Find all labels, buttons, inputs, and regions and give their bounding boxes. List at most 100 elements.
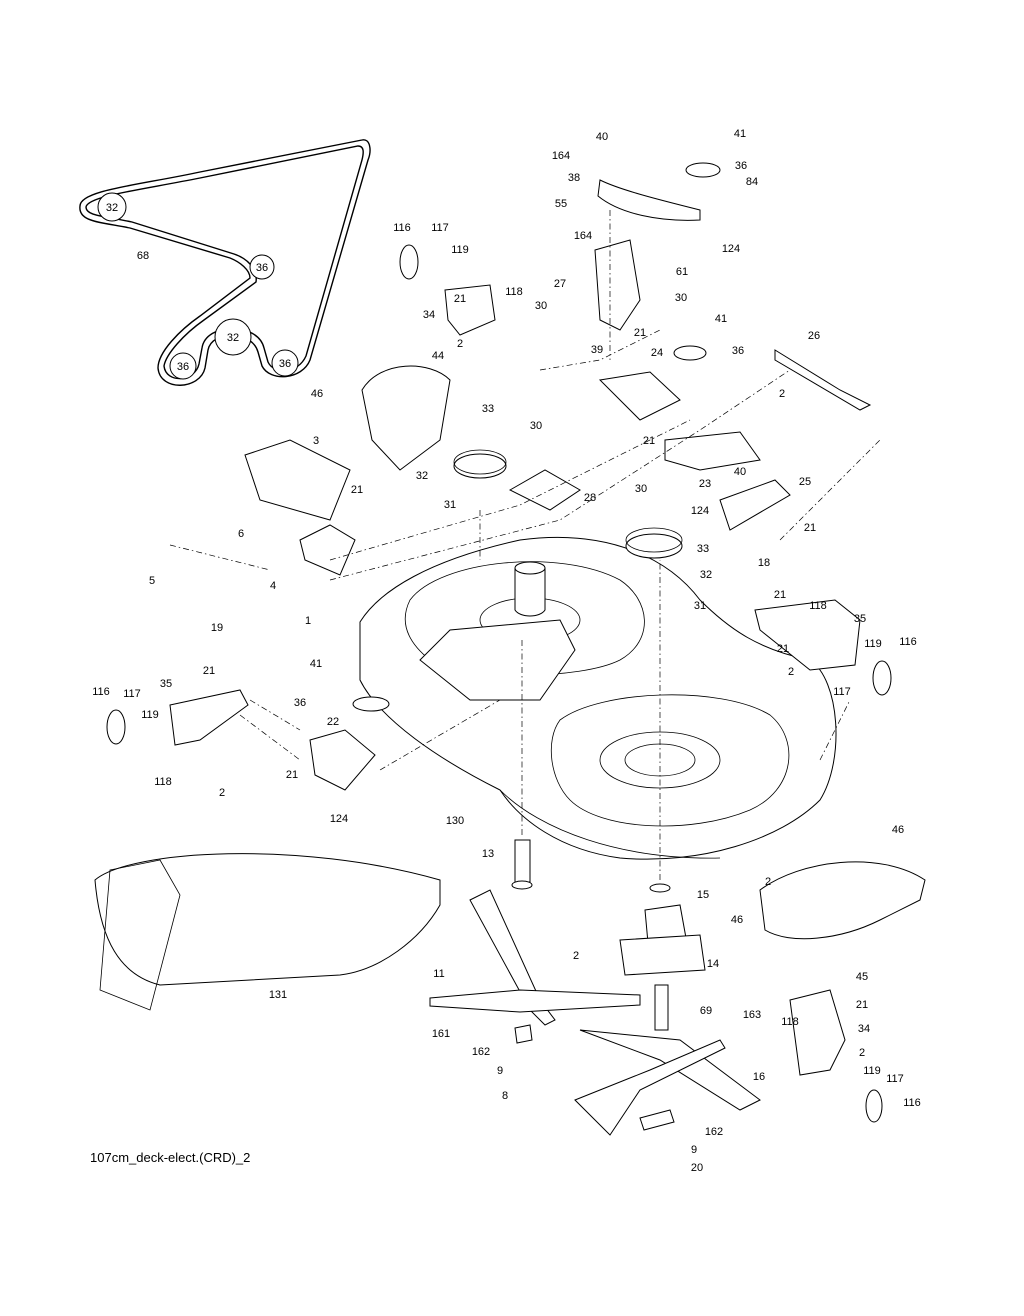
part-callout-72: 124 (330, 813, 348, 825)
part-callout-5: 118 (505, 286, 523, 298)
part-callout-95: 16 (753, 1071, 765, 1083)
part-callout-81: 11 (433, 968, 444, 980)
part-callout-46: 4 (270, 580, 276, 592)
part-callout-16: 36 (735, 160, 747, 172)
part-callout-58: 21 (777, 643, 789, 655)
belt-label-1: 36 (256, 262, 268, 274)
part-callout-54: 19 (211, 622, 223, 634)
part-callout-8: 46 (311, 388, 323, 400)
part-callout-26: 24 (651, 347, 663, 359)
part-callout-73: 130 (446, 815, 464, 827)
part-callout-7: 2 (457, 338, 463, 350)
part-callout-23: 21 (634, 327, 646, 339)
part-callout-53: 35 (854, 613, 866, 625)
part-callout-35: 23 (699, 478, 711, 490)
discharge-chute (94, 853, 441, 1011)
part-callout-83: 131 (269, 989, 287, 1001)
part-callout-11: 164 (552, 150, 570, 162)
drive-belt (79, 139, 371, 386)
mower-deck-housing (359, 536, 837, 860)
part-callout-69: 21 (286, 769, 298, 781)
part-callout-19: 61 (676, 266, 688, 278)
part-callout-38: 32 (416, 470, 428, 482)
part-callout-42: 124 (691, 505, 709, 517)
part-callout-17: 84 (746, 176, 758, 188)
part-callout-100: 20 (691, 1162, 703, 1174)
belt-label-0: 32 (106, 202, 118, 214)
part-callout-77: 15 (697, 889, 709, 901)
part-callout-92: 9 (497, 1065, 503, 1077)
part-callout-80: 14 (707, 958, 719, 970)
part-callout-21: 30 (535, 300, 547, 312)
part-callout-28: 26 (808, 330, 820, 342)
part-callout-41: 30 (635, 483, 647, 495)
part-callout-98: 162 (705, 1126, 723, 1138)
part-callout-40: 28 (584, 492, 596, 504)
part-callout-15: 41 (734, 128, 746, 140)
spindle-and-blade-parts (429, 839, 761, 1136)
part-callout-67: 119 (141, 709, 159, 721)
part-callout-2: 117 (431, 222, 449, 234)
belt-label-4: 36 (279, 358, 291, 370)
part-callout-10: 40 (596, 131, 608, 143)
part-callout-6: 34 (423, 309, 435, 321)
part-callout-62: 35 (160, 678, 172, 690)
part-callout-57: 116 (899, 636, 917, 648)
part-callout-61: 2 (788, 666, 794, 678)
part-callout-0: 68 (137, 250, 149, 262)
part-callout-86: 163 (743, 1009, 761, 1021)
part-callout-36: 25 (799, 476, 811, 488)
part-callout-82: 45 (856, 971, 868, 983)
part-callout-89: 34 (858, 1023, 870, 1035)
diagram-caption: 107cm_deck-elect.(CRD)_2 (90, 1150, 251, 1165)
part-callout-60: 41 (310, 658, 322, 670)
part-callout-88: 118 (781, 1016, 799, 1028)
part-callout-76: 2 (765, 876, 771, 888)
part-callout-79: 2 (573, 950, 579, 962)
part-callout-14: 164 (574, 230, 592, 242)
belt-label-3: 36 (177, 361, 189, 373)
part-callout-63: 116 (92, 686, 110, 698)
part-callout-90: 162 (472, 1046, 490, 1058)
part-callout-24: 41 (715, 313, 727, 325)
bracket-parts (169, 179, 926, 1076)
part-callout-64: 117 (123, 688, 141, 700)
part-callout-93: 119 (863, 1065, 881, 1077)
part-callout-50: 31 (694, 600, 706, 612)
part-callout-4: 21 (454, 293, 466, 305)
part-callout-18: 124 (722, 243, 740, 255)
part-callout-43: 21 (804, 522, 816, 534)
part-callout-87: 161 (432, 1028, 450, 1040)
part-callout-59: 21 (203, 665, 215, 677)
part-callout-32: 30 (530, 420, 542, 432)
part-callout-29: 2 (779, 388, 785, 400)
part-callout-12: 38 (568, 172, 580, 184)
part-callout-94: 117 (886, 1073, 904, 1085)
part-callout-39: 31 (444, 499, 456, 511)
part-callout-22: 30 (675, 292, 687, 304)
part-callout-51: 21 (774, 589, 786, 601)
part-callout-52: 118 (809, 600, 827, 612)
part-callout-31: 33 (482, 403, 494, 415)
part-callout-45: 5 (149, 575, 155, 587)
part-callout-20: 27 (554, 278, 566, 290)
belt-pulleys (97, 192, 299, 380)
part-callout-33: 21 (643, 435, 655, 447)
part-callout-48: 32 (700, 569, 712, 581)
part-callout-9: 44 (432, 350, 444, 362)
part-callout-74: 46 (892, 824, 904, 836)
part-callout-96: 8 (502, 1090, 508, 1102)
part-callout-55: 1 (305, 615, 311, 627)
part-callout-66: 36 (294, 697, 306, 709)
part-callout-1: 116 (393, 222, 411, 234)
part-callout-44: 6 (238, 528, 244, 540)
part-callout-84: 21 (856, 999, 868, 1011)
part-callout-25: 39 (591, 344, 603, 356)
part-callout-78: 46 (731, 914, 743, 926)
part-callout-97: 116 (903, 1097, 921, 1109)
